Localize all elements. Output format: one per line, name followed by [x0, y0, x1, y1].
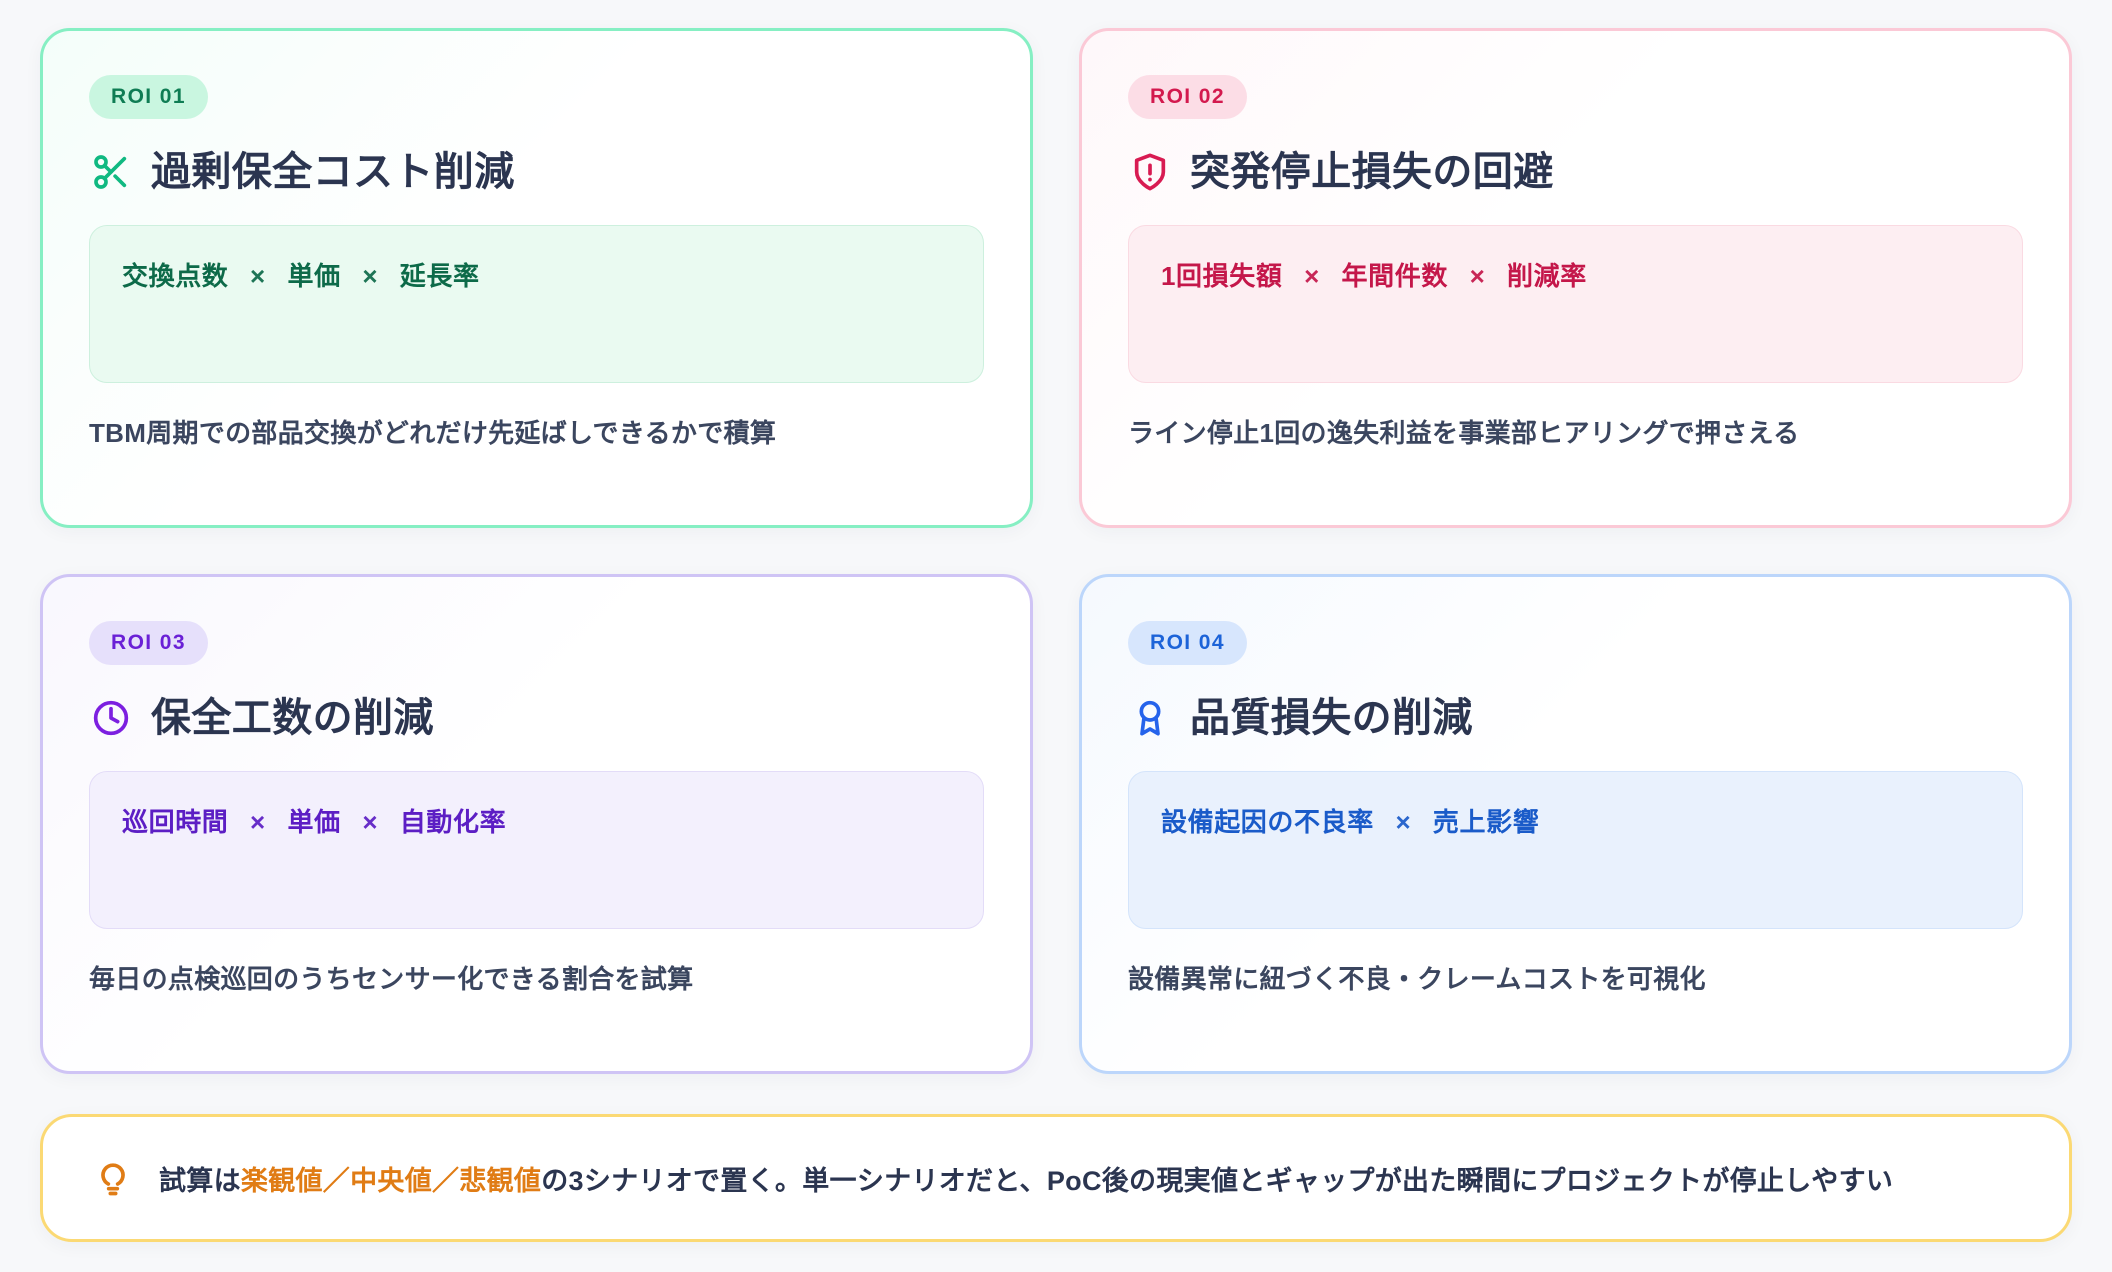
- roi-badge-03: ROI 03: [89, 621, 208, 665]
- roi-formula-text-02: 1回損失額 × 年間件数 × 削減率: [1161, 261, 1587, 291]
- roi-formula-panel-04: 設備起因の不良率 × 売上影響: [1128, 771, 2023, 929]
- roi-badge-04: ROI 04: [1128, 621, 1247, 665]
- roi-title-row-03: 保全工数の削減: [89, 695, 984, 741]
- roi-title-row-01: 過剰保全コスト削減: [89, 149, 984, 195]
- scissors-icon: [89, 150, 133, 194]
- roi-note-03: 毎日の点検巡回のうちセンサー化できる割合を試算: [89, 964, 694, 994]
- roi-card-grid: ROI 01 過剰保全コスト削減 交換点数 × 単価 × 延長率 TBM周期: [40, 28, 2072, 1074]
- roi-formula-panel-03: 巡回時間 × 単価 × 自動化率: [89, 771, 984, 929]
- roi-title-04: 品質損失の削減: [1190, 696, 1473, 740]
- scenario-tip-banner: 試算は楽観値／中央値／悲観値の3シナリオで置く。単一シナリオだと、PoC後の現実…: [40, 1114, 2072, 1242]
- roi-formula-text-03: 巡回時間 × 単価 × 自動化率: [122, 807, 507, 837]
- roi-title-row-02: 突発停止損失の回避: [1128, 149, 2023, 195]
- roi-title-row-04: 品質損失の削減: [1128, 695, 2023, 741]
- shield-alert-icon: [1128, 150, 1172, 194]
- scenario-tip-text: 試算は楽観値／中央値／悲観値の3シナリオで置く。単一シナリオだと、PoC後の現実…: [159, 1159, 1893, 1198]
- roi-title-03: 保全工数の削減: [151, 696, 434, 740]
- roi-card-03[interactable]: ROI 03 保全工数の削減 巡回時間 × 単価 × 自動化率 毎日の点検巡回の…: [40, 574, 1033, 1074]
- roi-title-01: 過剰保全コスト削減: [151, 150, 515, 194]
- roi-title-02: 突発停止損失の回避: [1190, 150, 1554, 194]
- roi-formula-panel-02: 1回損失額 × 年間件数 × 削減率: [1128, 225, 2023, 383]
- roi-card-02[interactable]: ROI 02 突発停止損失の回避 1回損失額 × 年間件数 × 削減率 ライン停…: [1079, 28, 2072, 528]
- roi-note-02: ライン停止1回の逸失利益を事業部ヒアリングで押さえる: [1128, 418, 1800, 448]
- roi-formula-text-01: 交換点数 × 単価 × 延長率: [122, 261, 480, 291]
- scenario-tip-suffix: の3シナリオで置く。単一シナリオだと、PoC後の現実値とギャップが出た瞬間にプロ…: [541, 1165, 1894, 1196]
- roi-note-01: TBM周期での部品交換がどれだけ先延ばしできるかで積算: [89, 418, 777, 448]
- roi-card-04[interactable]: ROI 04 品質損失の削減 設備起因の不良率 × 売上影響 設備異常に紐づく不…: [1079, 574, 2072, 1074]
- roi-badge-01: ROI 01: [89, 75, 208, 119]
- scenario-tip-highlight: 楽観値／中央値／悲観値: [240, 1165, 542, 1196]
- award-icon: [1128, 696, 1172, 740]
- clock-icon: [89, 696, 133, 740]
- lightbulb-icon: [91, 1156, 135, 1200]
- roi-card-01[interactable]: ROI 01 過剰保全コスト削減 交換点数 × 単価 × 延長率 TBM周期: [40, 28, 1033, 528]
- scenario-tip-prefix: 試算は: [159, 1165, 241, 1196]
- roi-formula-text-04: 設備起因の不良率 × 売上影響: [1161, 807, 1540, 837]
- roi-note-04: 設備異常に紐づく不良・クレームコストを可視化: [1128, 964, 1706, 994]
- roi-formula-panel-01: 交換点数 × 単価 × 延長率: [89, 225, 984, 383]
- roi-badge-02: ROI 02: [1128, 75, 1247, 119]
